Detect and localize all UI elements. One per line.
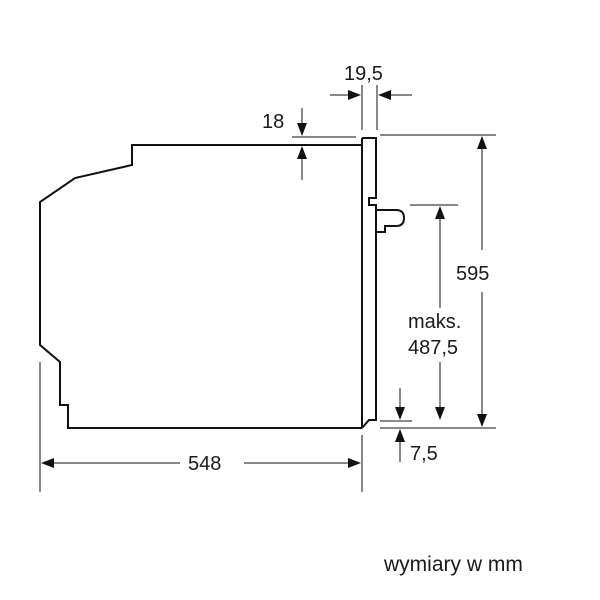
dim-label-max-value: 487,5: [408, 337, 458, 359]
units-note: wymiary w mm: [383, 553, 523, 576]
dim-label-depth: 548: [188, 453, 221, 475]
dim-7-5-lower-arrow: [395, 429, 405, 442]
dim-label-top-offset: 18: [262, 111, 284, 133]
dim-487-bottom-arrow: [435, 407, 445, 420]
oven-body-outline: [39, 144, 362, 429]
dim-18-upper-arrow: [297, 123, 307, 136]
dim-487-top-arrow: [435, 206, 445, 219]
dim-548-left-arrow: [41, 458, 54, 468]
dim-label-height: 595: [456, 263, 489, 285]
dim-label-top-gap: 19,5: [344, 63, 383, 85]
dim-548-right-arrow: [348, 458, 361, 468]
dim-19-5-right-arrow: [378, 90, 391, 100]
dim-7-5-upper-arrow: [395, 407, 405, 420]
oven-front-panel: [361, 137, 377, 429]
dim-595-top-arrow: [477, 136, 487, 149]
dim-18-lower-arrow: [297, 146, 307, 159]
dim-19-5-left-arrow: [348, 90, 361, 100]
dim-label-bottom-gap: 7,5: [410, 443, 438, 465]
dim-label-max: maks.: [408, 311, 461, 333]
dim-595-bottom-arrow: [477, 414, 487, 427]
door-handle: [376, 209, 406, 233]
